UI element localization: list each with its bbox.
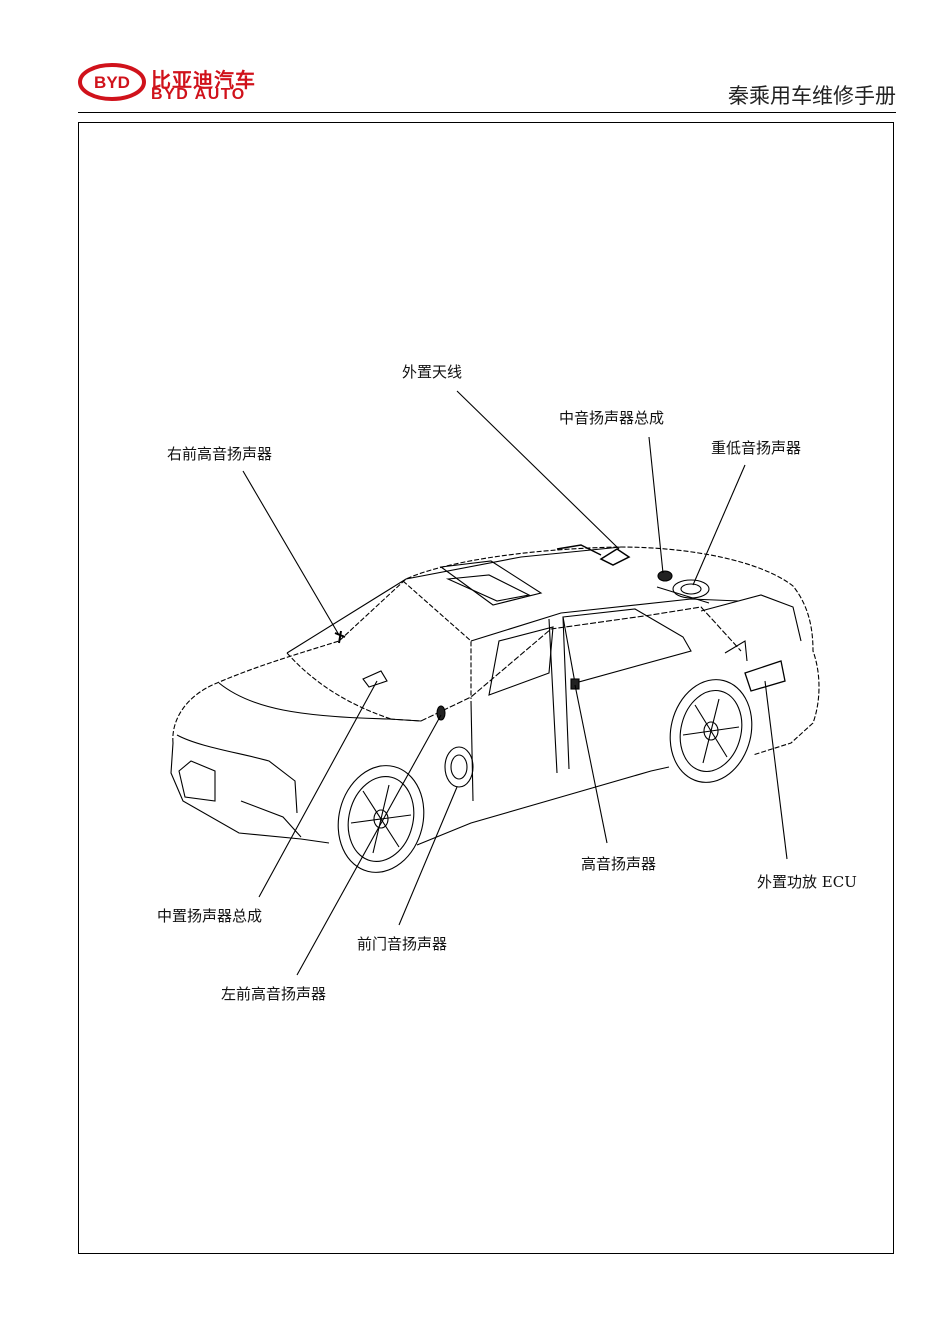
- label-right-front-tweeter: 右前高音扬声器: [167, 445, 273, 463]
- label-external-amp-ecu: 外置功放 ECU: [757, 873, 857, 891]
- label-midrange-speaker-assembly: 中音扬声器总成: [559, 409, 665, 427]
- byd-logo-emblem: BYD: [78, 63, 146, 101]
- brand-name-cn: 比亚迪汽车: [151, 68, 256, 92]
- car-outline: [170, 546, 820, 846]
- label-external-antenna: 外置天线: [402, 363, 463, 381]
- label-left-front-tweeter: 左前高音扬声器: [221, 985, 327, 1003]
- audio-system-location-diagram: [170, 390, 820, 976]
- content-frame: 外置天线 中音扬声器总成 右前高音扬声器 重低音扬声器 高音扬声器 外置功放 E…: [78, 122, 894, 1254]
- rear-wheel: [669, 679, 753, 783]
- label-front-door-speaker: 前门音扬声器: [357, 935, 448, 953]
- front-wheel: [337, 765, 425, 873]
- page-header: BYD 比亚迪汽车 BYD AUTO 秦乘用车维修手册: [0, 0, 950, 113]
- label-tweeter: 高音扬声器: [581, 855, 657, 873]
- component-parts: [334, 544, 786, 788]
- label-subwoofer: 重低音扬声器: [711, 439, 802, 457]
- byd-logo: BYD 比亚迪汽车 BYD AUTO: [78, 62, 278, 106]
- manual-title: 秦乘用车维修手册: [728, 84, 896, 108]
- logo-emblem-text: BYD: [94, 73, 130, 92]
- brand-name-en: BYD AUTO: [151, 86, 246, 103]
- header-divider: [78, 112, 896, 113]
- label-center-speaker-assembly: 中置扬声器总成: [157, 907, 263, 925]
- leader-lines: [242, 390, 788, 976]
